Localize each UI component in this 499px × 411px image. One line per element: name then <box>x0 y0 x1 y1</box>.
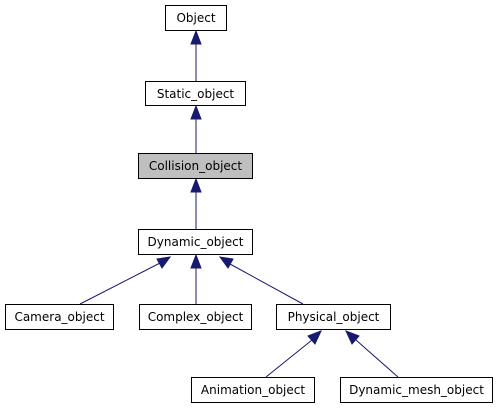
edge-line <box>79 262 161 305</box>
edge-static-to-object <box>190 29 202 81</box>
edge-collision-to-static <box>190 104 202 153</box>
edge-arrowhead <box>190 104 202 120</box>
edge-animation-to-physical <box>265 330 322 378</box>
node-static-object[interactable]: Static_object <box>145 81 246 106</box>
node-animation-object[interactable]: Animation_object <box>191 377 315 403</box>
edge-line <box>355 339 399 378</box>
edge-arrowhead <box>190 253 202 269</box>
edge-arrowhead <box>307 330 322 345</box>
edge-arrowhead <box>190 29 202 45</box>
edge-physical-to-dynamic <box>218 256 304 305</box>
node-camera-object[interactable]: Camera_object <box>5 304 114 330</box>
edge-arrowhead <box>190 177 202 193</box>
edge-arrowhead <box>156 256 172 269</box>
node-physical-object[interactable]: Physical_object <box>276 304 391 330</box>
edge-arrowhead <box>345 330 360 345</box>
node-dynamic-mesh-object[interactable]: Dynamic_mesh_object <box>340 377 493 403</box>
edge-line <box>229 263 304 305</box>
edge-line <box>265 339 313 378</box>
node-object[interactable]: Object <box>165 5 227 31</box>
edge-camera-to-dynamic <box>79 256 172 305</box>
edge-arrowhead <box>218 256 234 269</box>
node-complex-object[interactable]: Complex_object <box>139 304 252 330</box>
edge-complex-to-dynamic <box>190 253 202 304</box>
node-dynamic-object[interactable]: Dynamic_object <box>138 229 253 255</box>
node-collision-object: Collision_object <box>138 153 253 179</box>
edge-dynamic-to-collision <box>190 177 202 229</box>
edge-dynmesh-to-physical <box>345 330 399 378</box>
